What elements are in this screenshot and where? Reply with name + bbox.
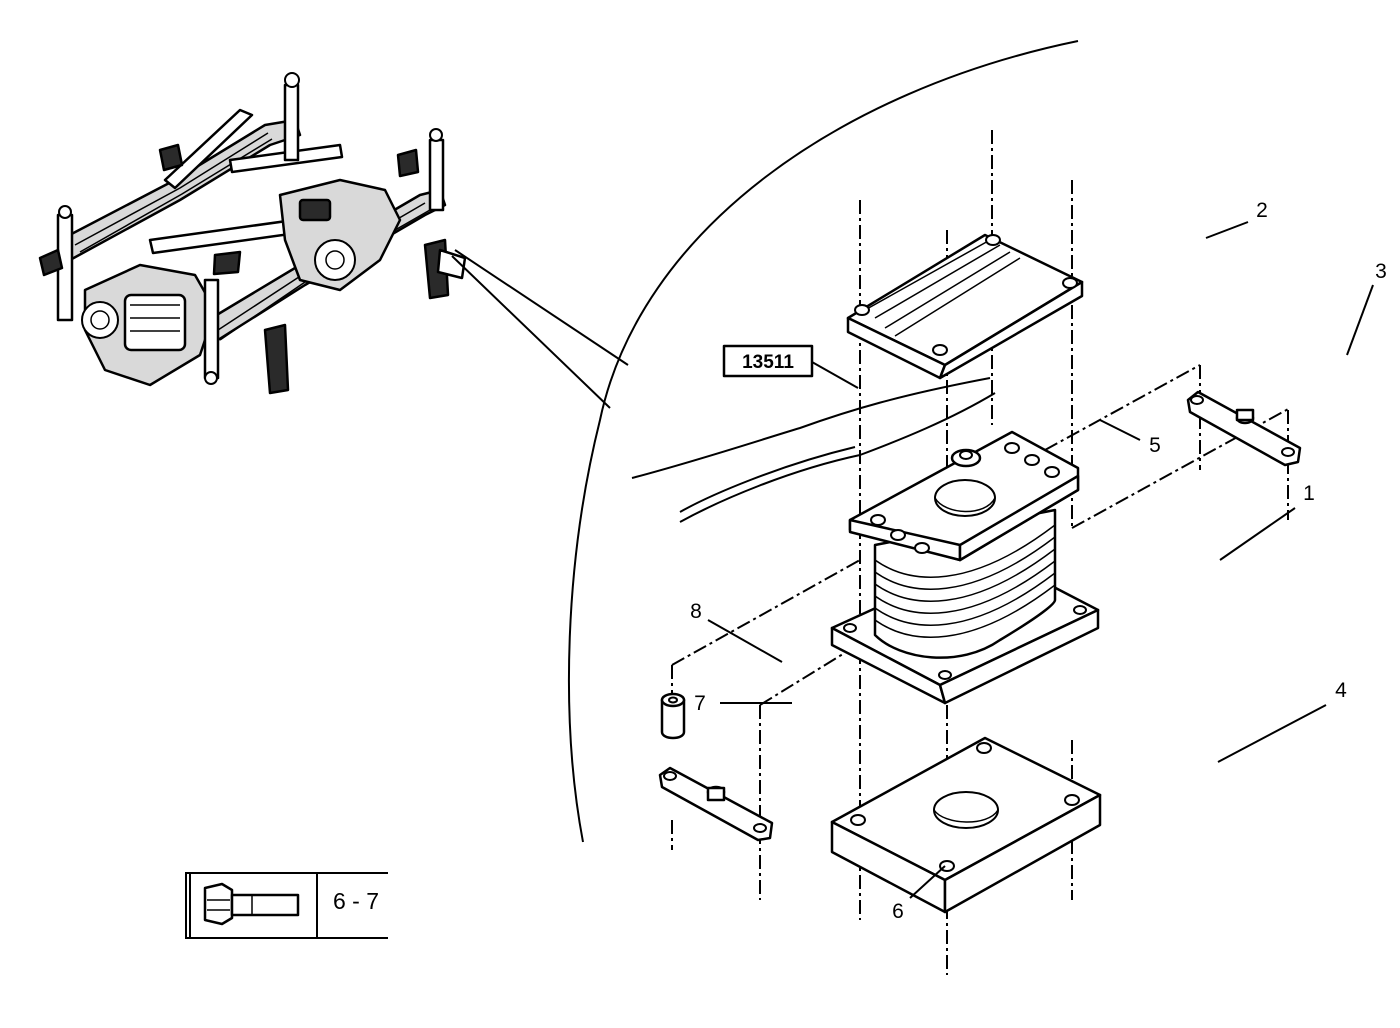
callout-3: 3	[1375, 260, 1387, 283]
callout-4: 4	[1335, 679, 1347, 702]
callouts: 2 3 5 1 8 7 4 6	[690, 199, 1387, 923]
quantity-range: 6 - 7	[333, 888, 379, 914]
sleeve-spacer	[660, 692, 686, 740]
retaining-strap-lower	[658, 766, 774, 842]
retaining-strap-upper	[1186, 390, 1302, 467]
reference-box: 13511	[722, 344, 859, 389]
torque-spec-box: 6 - 7	[185, 872, 388, 939]
bolt-icon	[203, 882, 300, 926]
callout-8: 8	[690, 600, 702, 623]
callout-1: 1	[1303, 482, 1315, 505]
reference-number: 13511	[742, 352, 794, 373]
callout-7: 7	[694, 692, 706, 715]
top-mounting-plate	[846, 233, 1084, 380]
callout-6: 6	[892, 900, 904, 923]
rubber-spring-bellows	[830, 430, 1100, 705]
bottom-spacer-block	[830, 736, 1102, 914]
detail-view-boundary	[568, 40, 1079, 843]
axle-assembly-overview	[38, 72, 629, 409]
callout-2: 2	[1256, 199, 1268, 222]
callout-5: 5	[1149, 434, 1161, 457]
